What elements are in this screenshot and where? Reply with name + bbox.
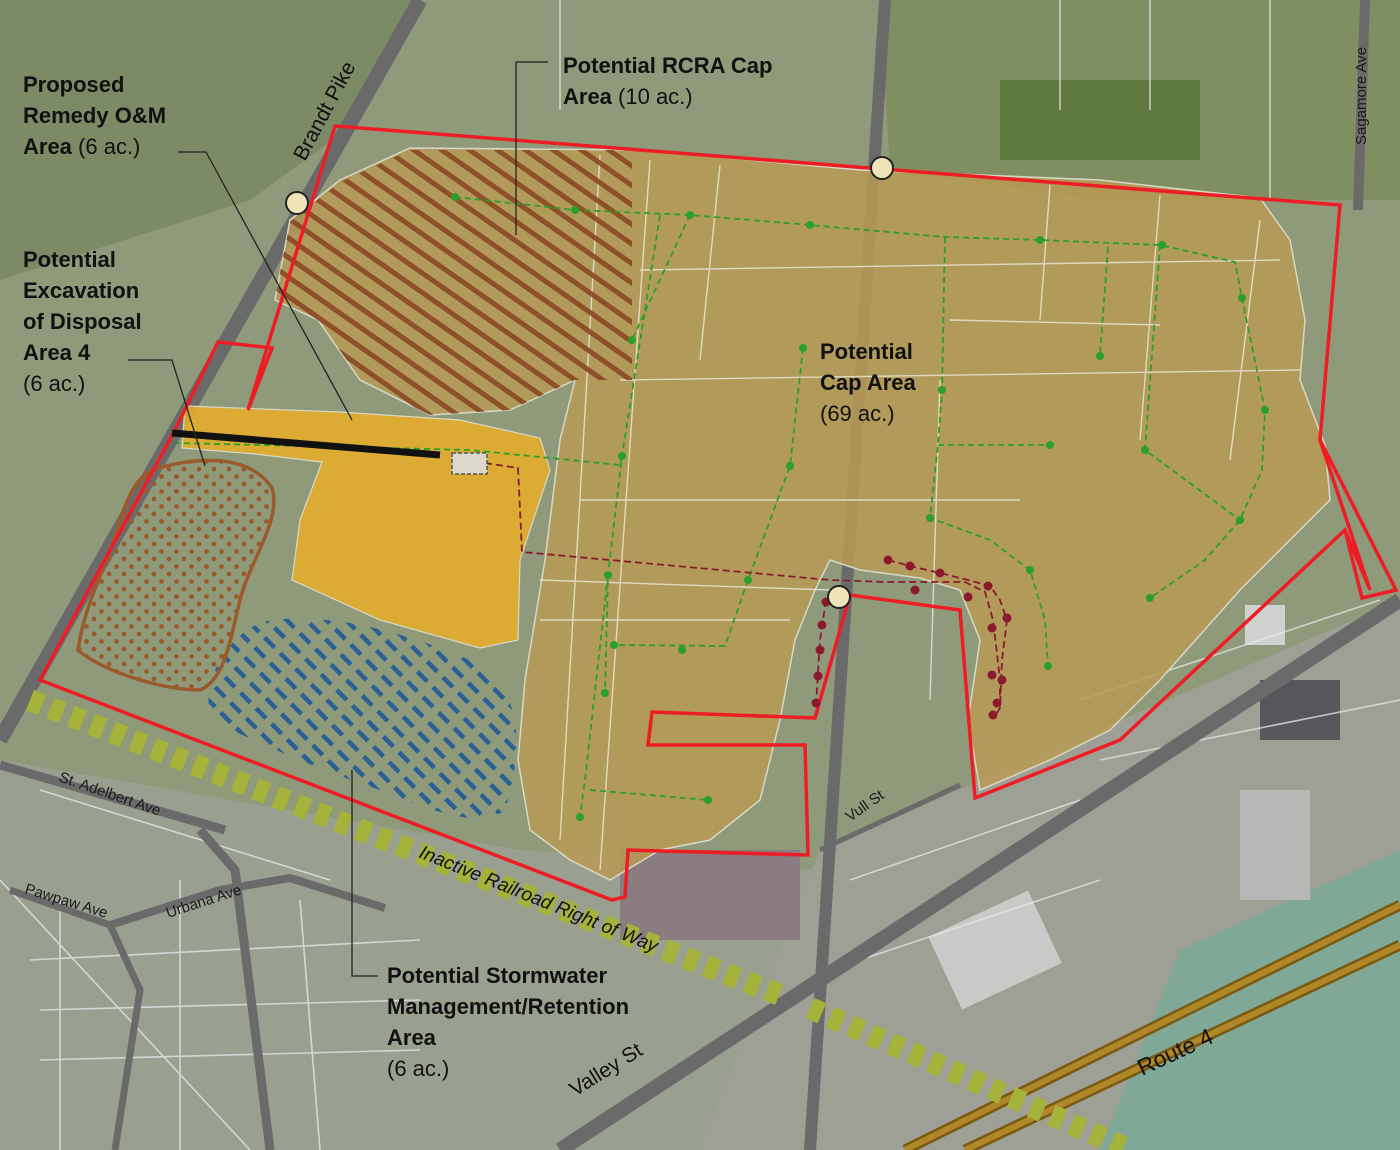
om-pipeline bbox=[171, 429, 441, 459]
pawpaw-ave-road bbox=[8, 886, 144, 1150]
sagamore-ave-road bbox=[1353, 0, 1370, 211]
om-building bbox=[451, 452, 488, 475]
site-boundary bbox=[37, 124, 1372, 902]
st-adelbert-road bbox=[0, 760, 227, 835]
label-excavation: Potential Excavation of Disposal Area 4 … bbox=[23, 247, 142, 396]
monitoring-point-north bbox=[870, 156, 894, 180]
urbana-ave-road bbox=[108, 873, 387, 929]
leader-lines bbox=[128, 61, 548, 977]
railroad-row bbox=[25, 689, 1135, 1150]
collection-nodes bbox=[451, 193, 1269, 821]
label-rcra-cap: Potential RCRA Cap Area (10 ac.) bbox=[563, 53, 773, 109]
monitoring-point-south bbox=[827, 585, 851, 609]
valley-st-road bbox=[555, 593, 1400, 1150]
force-main-lines bbox=[484, 462, 1008, 717]
monitoring-points bbox=[285, 156, 894, 609]
sagamore-ave-label: Sagamore Ave bbox=[1353, 47, 1370, 145]
label-om-area: Proposed Remedy O&M Area (6 ac.) bbox=[23, 72, 167, 159]
rcra-cap-polygon bbox=[274, 150, 632, 415]
label-stormwater: Potential Stormwater Management/Retentio… bbox=[387, 963, 630, 1081]
st-adelbert-road-south bbox=[196, 827, 275, 1150]
monitoring-point-northwest bbox=[285, 191, 309, 215]
site-boundary-east bbox=[1318, 439, 1399, 601]
label-cap-area: Potential Cap Area (69 ac.) bbox=[820, 339, 916, 426]
vull-st-road bbox=[818, 782, 962, 853]
stormwater-polygon bbox=[208, 618, 517, 819]
brandt-pike-road bbox=[0, 0, 427, 744]
force-main-nodes bbox=[811, 555, 1012, 720]
